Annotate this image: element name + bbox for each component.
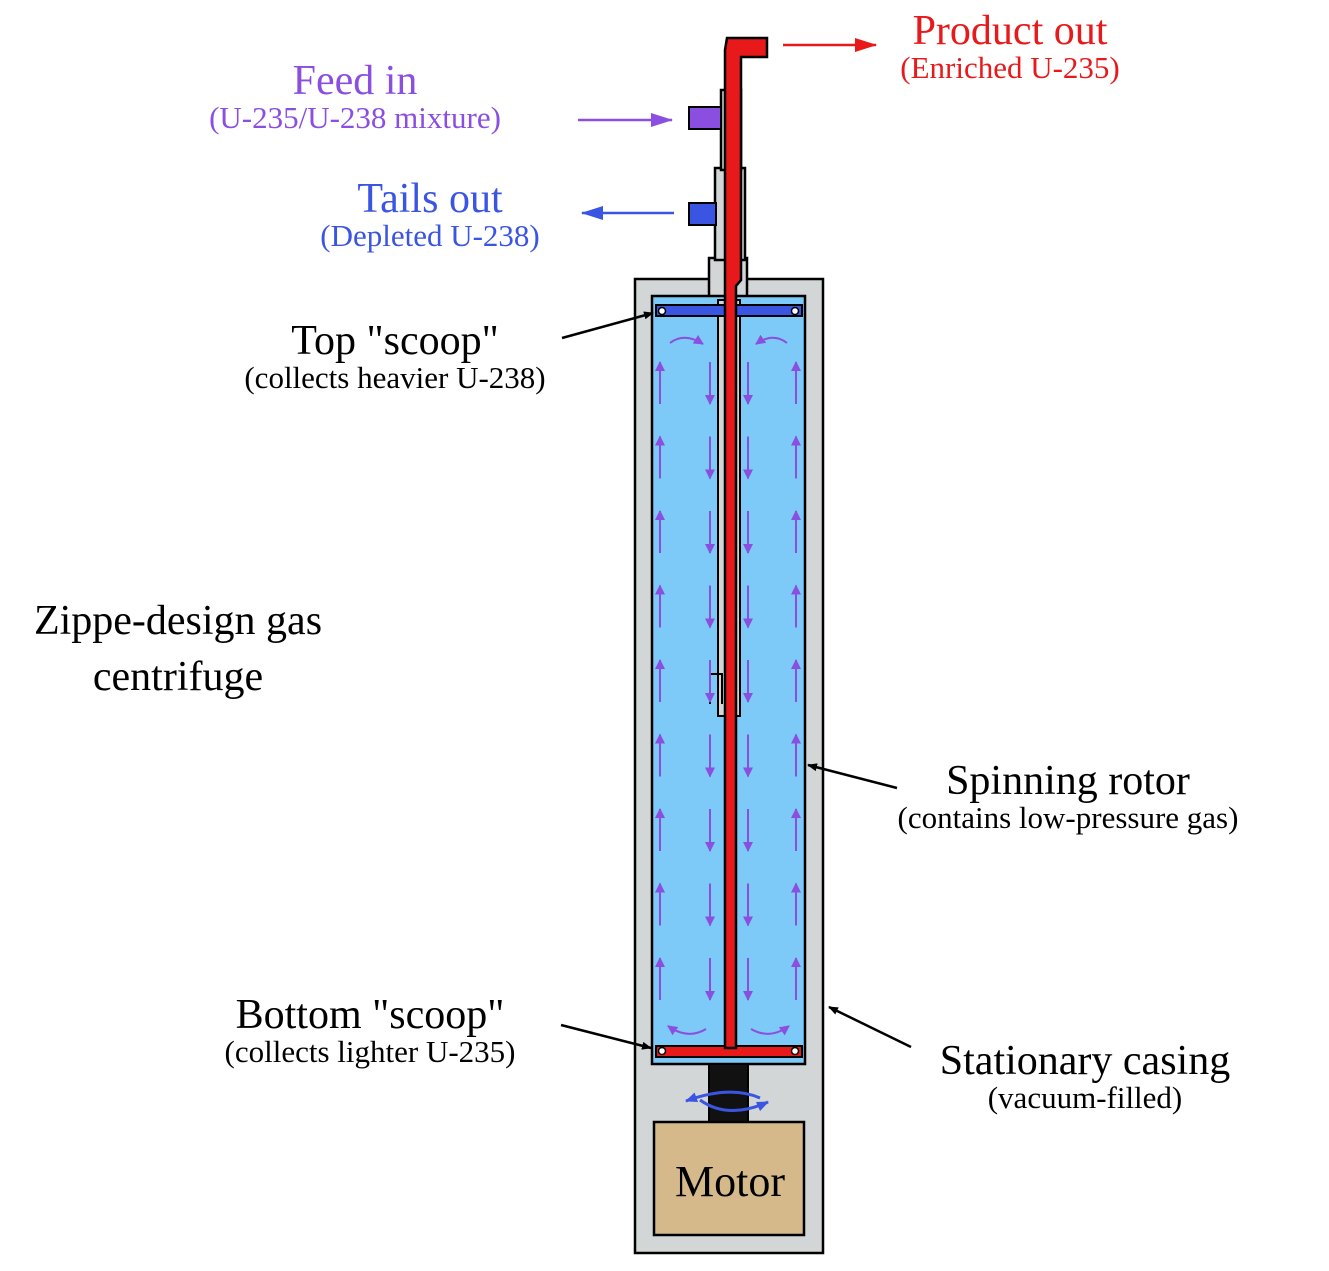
spinning-rotor-subtitle: (contains low-pressure gas) <box>897 800 1239 835</box>
diagram-title-line1: Zippe-design gas <box>33 598 323 644</box>
product-pipe <box>723 36 769 1050</box>
stationary-casing-subtitle: (vacuum-filled) <box>987 1080 1183 1115</box>
rotor-leader <box>807 763 898 790</box>
bottom-scoop-bolt-left <box>657 1046 667 1056</box>
motor-body <box>652 1120 806 1237</box>
flow-curve-bottom-left <box>667 1025 707 1036</box>
top-scoop-label: Top "scoop" (collects heavier U-238) <box>215 320 575 393</box>
top-scoop-subtitle: (collects heavier U-238) <box>244 360 546 395</box>
tails-out-label: Tails out (Depleted U-238) <box>295 178 565 251</box>
bottom-scoop-bolt-right <box>790 1046 800 1056</box>
tails-out-title: Tails out <box>357 176 503 222</box>
product-out-label: Product out (Enriched U-235) <box>870 10 1150 83</box>
feed-in-title: Feed in <box>292 58 418 104</box>
feed-in-label: Feed in (U-235/U-238 mixture) <box>180 60 530 133</box>
bottom-scoop-label: Bottom "scoop" (collects lighter U-235) <box>195 994 545 1067</box>
top-scoop-bolt-right <box>790 306 800 316</box>
feed-in-subtitle: (U-235/U-238 mixture) <box>209 100 501 135</box>
motor-label: Motor <box>675 1157 785 1206</box>
feed-port <box>688 106 722 130</box>
flow-curve-bottom-right <box>750 1025 790 1036</box>
top-scoop-leader <box>561 311 654 340</box>
diagram-title: Zippe-design gas centrifuge <box>8 600 348 712</box>
spin-arrow-back <box>685 1090 761 1103</box>
diagram-title-line2: centrifuge <box>92 654 264 700</box>
top-scoop-title: Top "scoop" <box>291 318 499 364</box>
flow-curve-top-left <box>669 334 704 345</box>
product-out-title: Product out <box>912 8 1108 54</box>
spinning-rotor-label: Spinning rotor (contains low-pressure ga… <box>868 760 1268 833</box>
bottom-scoop-subtitle: (collects lighter U-235) <box>224 1034 516 1069</box>
bottom-scoop-leader <box>560 1023 652 1050</box>
gas-flow-arrows <box>655 361 801 1001</box>
tails-out-subtitle: (Depleted U-238) <box>320 218 540 253</box>
casing-leader <box>828 1005 912 1049</box>
stationary-casing-title: Stationary casing <box>939 1038 1231 1084</box>
stationary-casing-label: Stationary casing (vacuum-filled) <box>915 1040 1255 1113</box>
spinning-rotor-title: Spinning rotor <box>946 758 1190 804</box>
product-out-subtitle: (Enriched U-235) <box>900 50 1120 85</box>
bottom-scoop-title: Bottom "scoop" <box>235 992 505 1038</box>
top-scoop-bolt-left <box>657 306 667 316</box>
flow-curve-top-right <box>755 334 788 345</box>
tails-port <box>688 202 717 226</box>
spin-arrow-front <box>699 1098 769 1112</box>
